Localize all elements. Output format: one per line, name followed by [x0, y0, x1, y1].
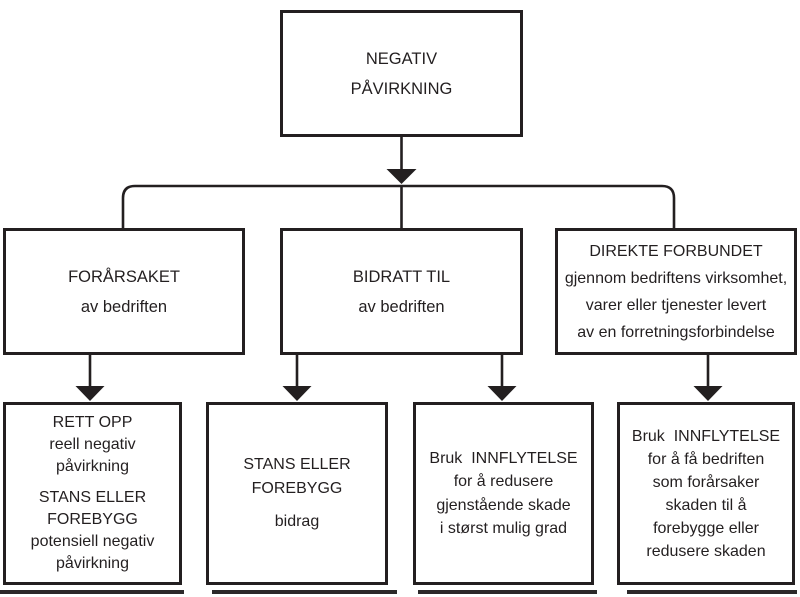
node-text-line: for å få bedriften: [647, 450, 765, 468]
arrow-down-icon: [282, 386, 312, 401]
cropped-next-row-edge: [627, 590, 797, 594]
node-text-line: FORÅRSAKET: [68, 267, 180, 286]
node-text-line: av bedriften: [80, 297, 168, 316]
cropped-next-row-edge: [212, 590, 397, 594]
node-text-line: Bruk INNFLYTELSE: [631, 427, 781, 445]
cropped-next-row-edge: [418, 590, 597, 594]
node-text-line: Bruk INNFLYTELSE: [429, 449, 578, 467]
node-bidratt-til: BIDRATT TIL av bedriften: [280, 228, 523, 355]
node-bruk-innflytelse-forebygge: Bruk INNFLYTELSE for å få bedriften som …: [617, 402, 795, 585]
node-text-line: NEGATIV: [365, 49, 438, 68]
node-negativ-pavirkning: NEGATIV PÅVIRKNING: [280, 10, 523, 137]
node-text-line: bidrag: [274, 513, 320, 530]
branch-bar: [121, 184, 676, 229]
node-text-line: skaden til å: [665, 496, 747, 514]
node-text-line: av en forretningsforbindelse: [577, 323, 775, 341]
node-text-line: påvirkning: [56, 555, 129, 572]
node-text-line: FOREBYGG: [251, 480, 343, 497]
node-text-line: PÅVIRKNING: [350, 79, 453, 98]
node-text-line: gjenstående skade: [436, 496, 571, 514]
arrow-down-icon: [487, 386, 517, 401]
node-text-line: reell negativ: [49, 436, 136, 453]
node-text-line: STANS ELLER: [38, 489, 147, 506]
arrow-down-icon: [693, 386, 723, 401]
node-stans-eller-forebygg-bidrag: STANS ELLER FOREBYGG bidrag: [206, 402, 388, 585]
node-bruk-innflytelse-redusere: Bruk INNFLYTELSE for å redusere gjenståe…: [413, 402, 594, 585]
node-text-line: redusere skaden: [646, 542, 766, 560]
node-text-line: for å redusere: [453, 473, 554, 490]
node-text-line: i størst mulig grad: [439, 520, 568, 537]
node-text-line: FOREBYGG: [47, 511, 138, 528]
arrow-down-icon: [75, 386, 105, 401]
node-text-line: gjennom bedriftens virksomhet,: [564, 269, 788, 287]
node-text-line: varer eller tjenester levert: [585, 296, 767, 314]
node-text-line: forebygge eller: [653, 519, 759, 537]
node-forarsaket: FORÅRSAKET av bedriften: [3, 228, 245, 355]
node-text-line: påvirkning: [56, 458, 129, 475]
node-text-line: som forårsaker: [652, 473, 760, 491]
node-direkte-forbundet: DIREKTE FORBUNDET gjennom bedriftens vir…: [555, 228, 797, 355]
node-text-line: BIDRATT TIL: [352, 267, 451, 286]
node-rett-opp: RETT OPP reell negativ påvirkning STANS …: [3, 402, 182, 585]
cropped-next-row-edge: [0, 590, 184, 594]
node-text-line: potensiell negativ: [30, 533, 155, 550]
node-text-line: STANS ELLER: [243, 456, 351, 473]
node-text-line: av bedriften: [358, 297, 445, 316]
arrow-down-icon: [386, 169, 417, 184]
node-text-line: RETT OPP: [52, 414, 133, 431]
node-text-line: DIREKTE FORBUNDET: [589, 242, 763, 260]
